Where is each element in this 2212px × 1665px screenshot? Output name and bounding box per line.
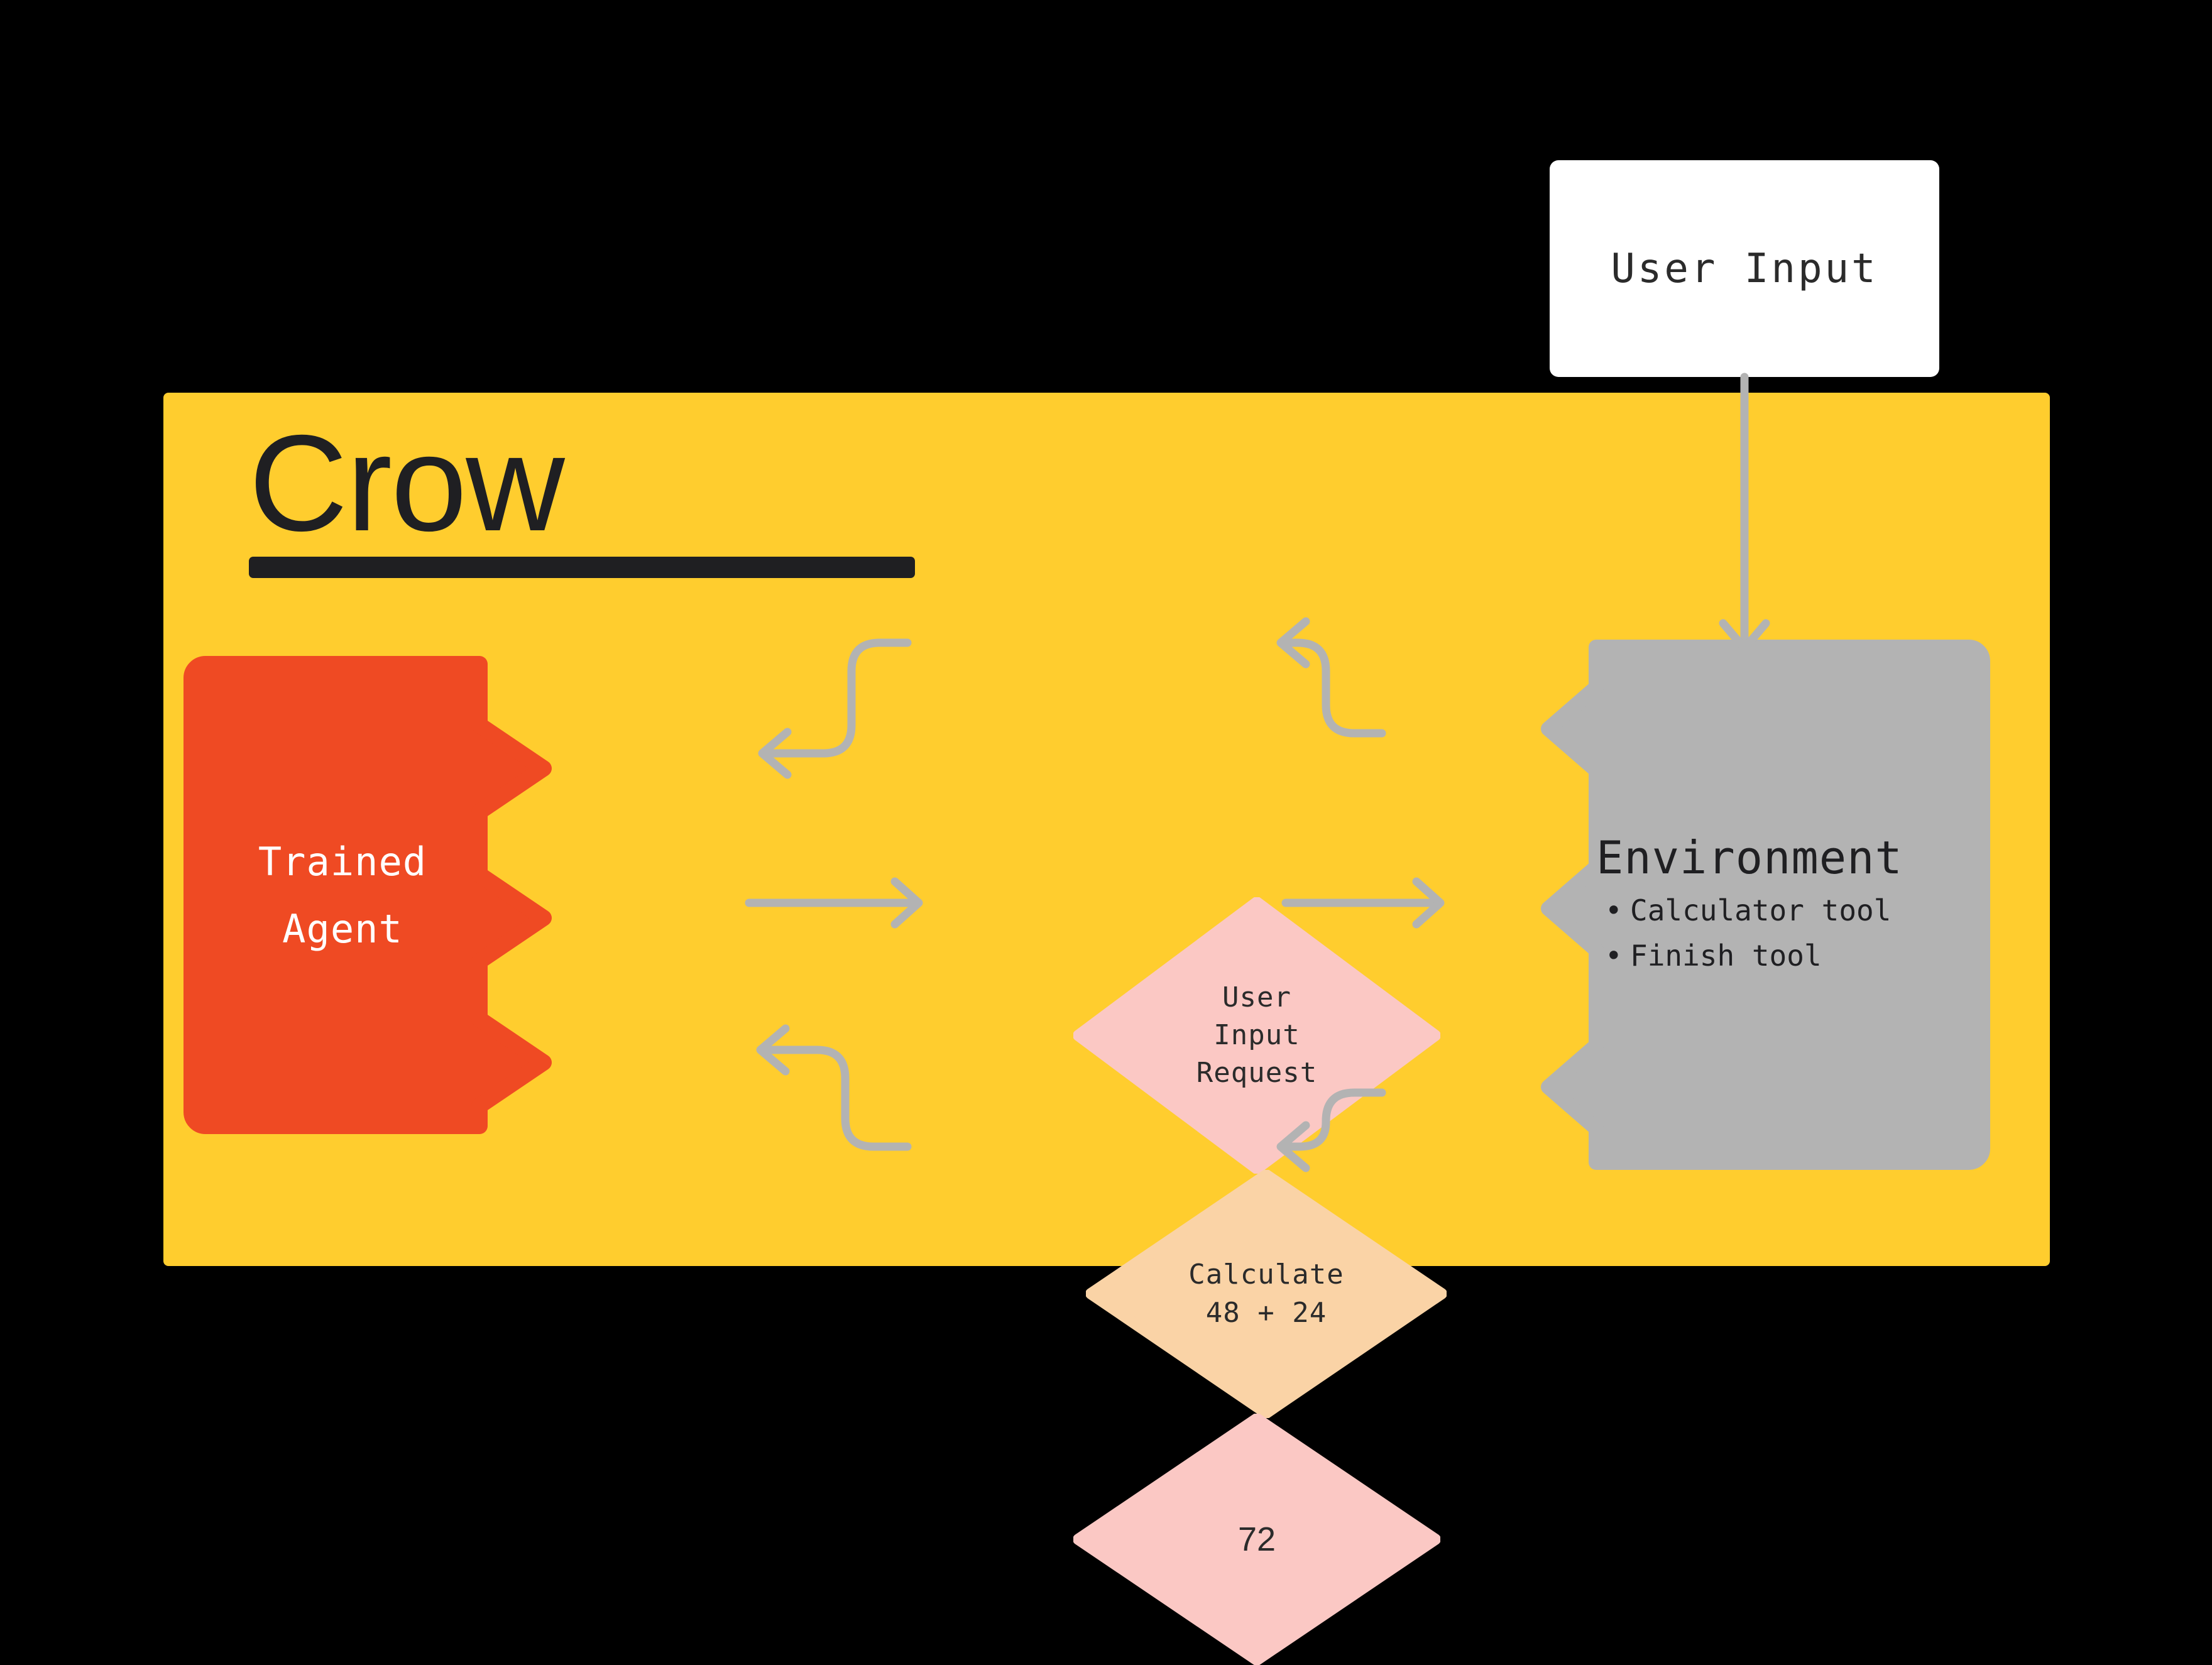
crow-panel: Crow Trained Agent Environment Calculato…	[163, 393, 2050, 1665]
flow-node-calculate: Calculate 48 + 24	[1086, 1170, 1447, 1418]
user-input-card-label: User Input	[1611, 245, 1878, 292]
flow-node-user-input-request: User Input Request	[1073, 897, 1440, 1174]
crow-title-underline	[249, 557, 915, 578]
flow-node-result: 72	[1073, 1414, 1440, 1665]
user-input-card: User Input	[1550, 160, 1939, 377]
diagram-canvas: User Input Crow Trained Agent Environmen…	[0, 0, 2212, 1428]
crow-wordmark: Crow	[245, 407, 924, 578]
trained-agent-shape	[183, 656, 552, 1134]
environment-shape	[1541, 640, 1990, 1170]
crow-title: Crow	[249, 407, 565, 560]
